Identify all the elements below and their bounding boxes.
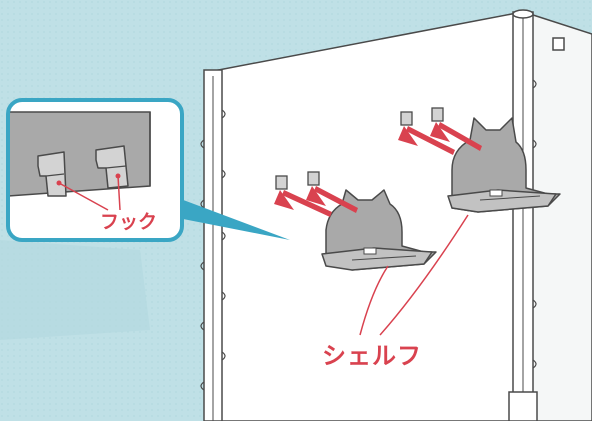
hook-slots-lower — [275, 171, 320, 190]
arrow-icon-lower — [274, 186, 358, 217]
arrow-icon-upper — [398, 122, 482, 155]
left-post — [200, 69, 226, 421]
hook-label: フック — [100, 211, 158, 233]
hook-slots-upper — [400, 107, 444, 126]
callout-pointer — [178, 198, 290, 240]
background-shadow — [0, 240, 150, 340]
shelf-leader-lines — [359, 214, 469, 336]
right-post — [508, 9, 538, 421]
hook-icon — [37, 151, 67, 197]
shelf-label: シェルフ — [322, 342, 422, 370]
side-panel — [529, 12, 592, 421]
shelf-upper — [447, 117, 561, 213]
panel-slot — [552, 37, 565, 51]
callout-lens — [6, 98, 184, 242]
